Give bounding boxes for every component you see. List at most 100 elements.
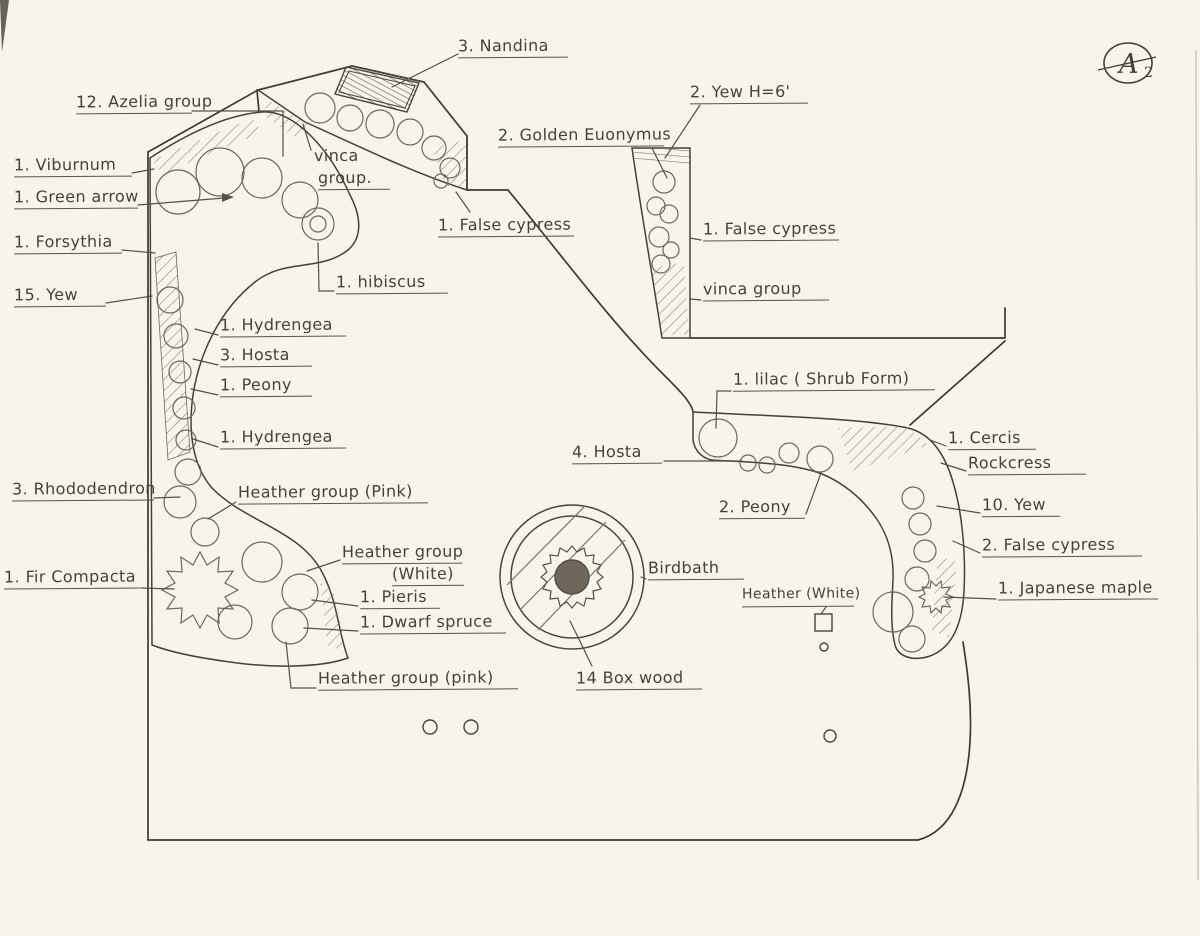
leader-heather-white-group (306, 559, 341, 572)
leader-pieris (311, 599, 359, 607)
leader-japanese-maple (943, 596, 997, 600)
label-hydrengea-lower: 1. Hydrengea (219, 426, 347, 450)
leader-vinca-top (302, 123, 312, 151)
strip-hatch-bottom (652, 262, 689, 335)
leader-vinca-right (689, 298, 702, 301)
label-hibiscus: 1. hibiscus (335, 271, 449, 295)
birdbath-group (499, 504, 645, 650)
label-pieris: 1. Pieris (359, 586, 441, 610)
upper-right-bed-outline (631, 147, 691, 339)
leader-dwarf-spruce (303, 627, 359, 632)
label-peony-1: 1. Peony (219, 374, 313, 398)
boxwood-ring-inner (510, 515, 634, 639)
leader-fir-compacta (140, 587, 175, 590)
label-yew-10: 10. Yew (981, 494, 1061, 518)
japanese-maple-spiky-shape (917, 579, 955, 615)
left-bed-hatch-strip (154, 251, 191, 461)
leader-heather-pink-center (207, 501, 237, 520)
leader-yew-2 (664, 104, 701, 159)
label-birdbath: Birdbath (647, 557, 745, 581)
nandina-mass (334, 66, 420, 113)
left-bed-outline (149, 111, 360, 667)
boundary-right-diagonal (909, 340, 1006, 426)
label-nandina: 3. Nandina (457, 35, 569, 59)
birdbath-serrated-rim (540, 545, 604, 609)
label-rhododendron: 3. Rhododendron (11, 478, 156, 502)
leader-box-wood (569, 620, 593, 667)
label-golden-euonymus: 2. Golden Euonymus (497, 124, 671, 148)
lawn-circle-2 (463, 719, 479, 735)
label-green-arrow: 1. Green arrow (13, 187, 139, 210)
label-false-cypress-2: 2. False cypress (981, 534, 1143, 558)
boundary-top-right (689, 307, 1006, 339)
leader-peony-1 (190, 388, 219, 396)
label-vinca-top-line2: group. (317, 167, 391, 191)
lawn-edge-curve (466, 189, 694, 412)
left-bed-hatch-top (152, 118, 262, 174)
right-bed-hatch-arm (838, 426, 929, 471)
leader-rhododendron (153, 496, 181, 499)
label-yew-15: 15. Yew (13, 284, 107, 308)
leader-heather-pink-bottom (285, 641, 317, 689)
leader-golden-euonymus (651, 147, 668, 179)
green-arrow-head-icon (222, 193, 234, 202)
leader-cercis (929, 439, 947, 447)
leader-birdbath (640, 576, 647, 580)
scan-artifacts (0, 0, 1199, 881)
top-bed-outline (256, 65, 468, 192)
boundary-bottom-right (917, 641, 972, 841)
label-heather-group-pink-bottom: Heather group (pink) (317, 667, 519, 691)
label-vinca-group-right: vinca group (702, 278, 830, 302)
leader-yew-10 (936, 505, 981, 514)
label-peony-2: 2. Peony (718, 496, 806, 520)
fir-compacta-spiky-shape (160, 550, 240, 630)
label-heather-group-white-line2: (White) (391, 563, 465, 587)
leader-lines (105, 53, 997, 689)
label-yew-2: 2. Yew H=6' (689, 81, 809, 105)
label-azelia-group: 12. Azelia group (75, 91, 212, 115)
label-forsythia: 1. Forsythia (13, 231, 123, 255)
top-bed-plant-circles (304, 92, 461, 189)
birdbath-bowl (554, 559, 590, 595)
leader-viburnum (131, 168, 155, 174)
square-feature (814, 613, 833, 632)
right-bed-outline (692, 411, 966, 660)
upper-right-bed (631, 147, 691, 339)
leader-hosta-3 (192, 358, 219, 366)
right-bed (692, 411, 966, 660)
sheet-mark-letter: A (1116, 49, 1139, 80)
label-hosta-4: 4. Hosta (571, 441, 663, 465)
left-bed (149, 111, 360, 667)
label-heather-group-white-line1: Heather group (341, 542, 463, 565)
label-false-cypress-right: 1. False cypress (702, 218, 840, 242)
label-rockcress: Rockcress (967, 452, 1087, 476)
label-vinca-top-line1: vinca (313, 145, 359, 166)
leader-rockcress (940, 462, 967, 472)
leader-hydrengea-upper (194, 328, 219, 336)
leader-azelia (191, 110, 284, 157)
label-japanese-maple: 1. Japanese maple (997, 577, 1159, 601)
leader-yew-15 (105, 295, 153, 304)
label-heather-white-right: Heather (White) (741, 584, 861, 608)
leader-green-arrow (137, 197, 225, 206)
label-false-cypress-center: 1. False cypress (437, 214, 575, 238)
leader-lilac (715, 390, 732, 429)
leader-hibiscus (317, 242, 335, 292)
sheet-number: 2 (1144, 65, 1153, 81)
lawn-circle-1 (422, 719, 438, 735)
lawn-circle-3 (823, 729, 837, 743)
leader-false-cypress-2 (952, 540, 981, 554)
strip-plant-circles (646, 170, 680, 274)
bed-connector (256, 89, 260, 113)
leader-forsythia (121, 249, 156, 254)
label-viburnum: 1. Viburnum (13, 154, 133, 178)
boxwood-ring-outer (499, 504, 645, 650)
leader-false-cypress-right (689, 237, 702, 241)
strip-hatch-top (633, 149, 689, 166)
label-box-wood: 14 Box wood (575, 667, 703, 691)
label-heather-group-pink-center: Heather group (Pink) (237, 481, 429, 505)
leader-hydrengea-lower (192, 438, 219, 448)
top-bed-hatch-right (432, 140, 466, 188)
